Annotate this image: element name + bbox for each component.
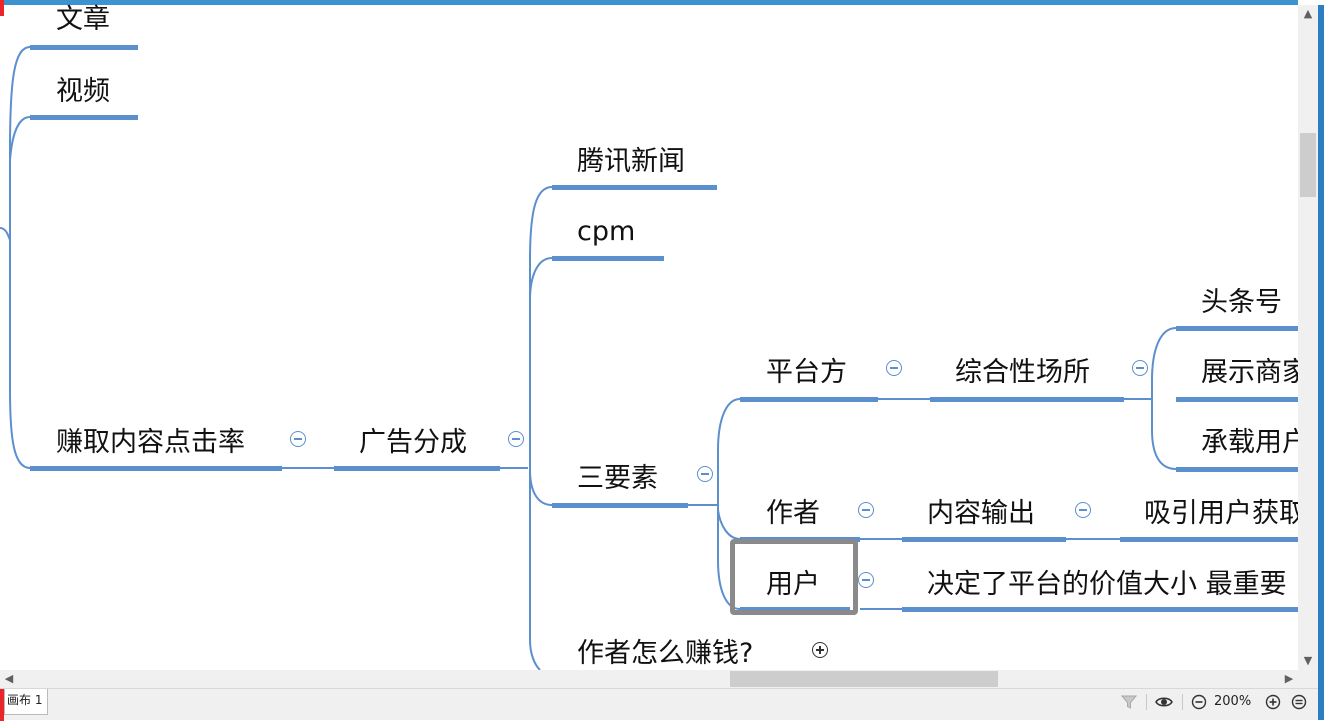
window-right-border <box>1318 5 1324 720</box>
collapse-toggle-icon[interactable] <box>858 572 874 588</box>
node-tencent-news[interactable]: 腾讯新闻 <box>577 146 685 177</box>
collapse-toggle-icon[interactable] <box>290 431 306 447</box>
node-video[interactable]: 视频 <box>56 76 110 107</box>
scroll-right-icon[interactable]: ▶ <box>1284 672 1294 685</box>
node-underline <box>1176 326 1298 331</box>
sheet-tab[interactable]: 画布 1 <box>4 689 48 715</box>
node-underline <box>902 607 1298 612</box>
branch-connectors <box>0 46 1177 670</box>
fit-icon[interactable] <box>1290 693 1308 711</box>
node-underline <box>30 45 138 50</box>
node-user[interactable]: 用户 <box>766 569 820 600</box>
node-underline <box>30 115 138 120</box>
filter-icon[interactable] <box>1120 693 1138 711</box>
collapse-toggle-icon[interactable] <box>1132 360 1148 376</box>
node-decide-value[interactable]: 决定了平台的价值大小 最重要 <box>927 569 1287 600</box>
scroll-left-icon[interactable]: ◀ <box>4 672 14 685</box>
node-underline <box>1120 537 1298 542</box>
status-divider <box>1146 694 1147 710</box>
node-underline <box>552 185 717 190</box>
node-display-merchant[interactable]: 展示商家 <box>1201 357 1298 388</box>
collapse-toggle-icon[interactable] <box>1075 502 1091 518</box>
selected-node-frame <box>730 539 858 615</box>
node-attract-users[interactable]: 吸引用户获取 <box>1144 498 1298 529</box>
node-toutiao[interactable]: 头条号 <box>1201 287 1282 318</box>
window-corner-marker <box>0 689 4 721</box>
window-top-border <box>0 0 1298 5</box>
node-ad-share[interactable]: 广告分成 <box>359 427 467 458</box>
node-underline <box>1176 467 1298 472</box>
node-underline <box>930 397 1124 402</box>
vertical-scrollbar[interactable]: ▲ ▼ <box>1298 5 1318 670</box>
node-platform-side[interactable]: 平台方 <box>766 357 847 388</box>
node-underline <box>552 503 688 508</box>
node-underline <box>1176 397 1298 402</box>
node-three-elements[interactable]: 三要素 <box>577 463 658 494</box>
zoom-out-icon[interactable] <box>1190 693 1208 711</box>
window-corner-marker <box>0 0 4 16</box>
horizontal-scroll-thumb[interactable] <box>730 671 998 687</box>
vertical-scroll-thumb[interactable] <box>1300 133 1316 197</box>
node-underline <box>740 607 850 612</box>
node-author[interactable]: 作者 <box>766 498 820 529</box>
node-carry-user[interactable]: 承载用户 <box>1201 427 1298 458</box>
scrollbar-corner <box>1298 670 1318 688</box>
collapse-toggle-icon[interactable] <box>508 431 524 447</box>
mindmap-canvas[interactable]: 文章 视频 赚取内容点击率 广告分成 腾讯新闻 cpm 三要素 平台方 综合性场… <box>0 0 1298 670</box>
node-earn-click-rate[interactable]: 赚取内容点击率 <box>56 427 245 458</box>
zoom-level: 200% <box>1214 694 1252 709</box>
node-underline <box>902 537 1066 542</box>
node-underline <box>552 256 664 261</box>
horizontal-scrollbar[interactable]: ◀ ▶ <box>0 670 1298 688</box>
node-cpm[interactable]: cpm <box>577 216 636 247</box>
node-content-output[interactable]: 内容输出 <box>927 498 1035 529</box>
node-underline <box>334 466 500 471</box>
status-divider <box>1182 694 1183 710</box>
node-underline <box>740 397 878 402</box>
collapse-toggle-icon[interactable] <box>858 502 874 518</box>
status-bar: 画布 1 200% <box>0 688 1318 721</box>
node-comprehensive-venue[interactable]: 综合性场所 <box>955 357 1090 388</box>
scroll-up-icon[interactable]: ▲ <box>1303 7 1313 20</box>
node-article[interactable]: 文章 <box>56 4 110 35</box>
eye-icon[interactable] <box>1155 693 1173 711</box>
scroll-down-icon[interactable]: ▼ <box>1303 654 1313 667</box>
node-underline <box>30 466 282 471</box>
zoom-in-icon[interactable] <box>1264 693 1282 711</box>
expand-toggle-icon[interactable] <box>812 642 828 658</box>
collapse-toggle-icon[interactable] <box>886 360 902 376</box>
node-author-how-earn[interactable]: 作者怎么赚钱? <box>577 638 754 669</box>
collapse-toggle-icon[interactable] <box>697 466 713 482</box>
